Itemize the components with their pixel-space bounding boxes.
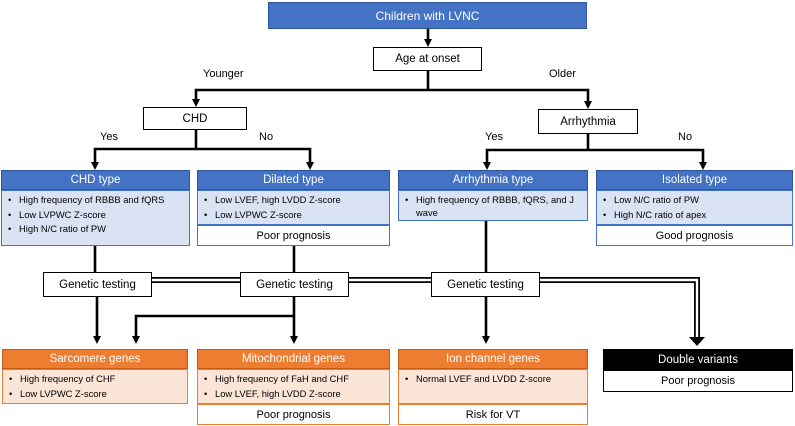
edge-age-chd [192, 88, 373, 107]
sarcomere-item: Low LVPWC Z-score [9, 388, 183, 401]
label-chd-yes: Yes [100, 131, 118, 143]
label-chd-no: No [259, 131, 274, 143]
age-at-onset-node: Age at onset [373, 47, 482, 71]
double-variants-prognosis: Poor prognosis [603, 370, 793, 392]
ion-channel-genes-body: Normal LVEF and LVDD Z-score [398, 369, 588, 404]
sarcomere-genes-body: High frequency of CHF Low LVPWC Z-score [2, 369, 188, 404]
mitochondrial-genes-body: High frequency of FaH and CHF Low LVEF, … [197, 369, 390, 404]
root-label: Children with LVNC [375, 8, 480, 23]
edge-gt2-sarcomere [132, 314, 294, 344]
root-node: Children with LVNC [268, 2, 587, 29]
double-variants-header: Double variants [603, 349, 793, 370]
genetic-testing-label: Genetic testing [256, 278, 333, 291]
chd-type-header: CHD type [1, 170, 190, 190]
edge-arr-arrtype [483, 148, 588, 170]
edge-chd-dilated [196, 147, 314, 170]
edge-double-outer [152, 277, 700, 340]
dilated-type-body: Low LVEF, high LVDD Z-score Low LVPWC Z-… [197, 190, 390, 225]
mitochondrial-prognosis-text: Poor prognosis [256, 408, 331, 421]
arrhythmia-type-title: Arrhythmia type [452, 174, 534, 186]
double-prognosis-text: Poor prognosis [661, 375, 735, 387]
arrhythmia-type-body: High frequency of RBBB, fQRS, and J wave [398, 190, 588, 221]
double-variants-title: Double variants [658, 353, 738, 366]
mitochondrial-item: Low LVEF, high LVDD Z-score [204, 388, 385, 401]
label-younger: Younger [203, 68, 244, 80]
dilated-type-prognosis: Poor prognosis [197, 225, 390, 246]
arrhythmia-node: Arrhythmia [538, 109, 638, 134]
ion-channel-item: Normal LVEF and LVDD Z-score [405, 373, 583, 386]
dilated-type-item: Low LVPWC Z-score [204, 209, 385, 222]
genetic-testing-node-2: Genetic testing [240, 272, 349, 297]
mitochondrial-genes-header: Mitochondrial genes [197, 349, 390, 369]
ion-channel-genes-title: Ion channel genes [446, 353, 540, 365]
chd-node: CHD [143, 107, 247, 130]
mitochondrial-item: High frequency of FaH and CHF [204, 373, 385, 386]
genetic-testing-label: Genetic testing [447, 278, 524, 291]
label-arr-yes: Yes [485, 131, 503, 143]
genetic-testing-node-3: Genetic testing [431, 272, 540, 297]
isolated-type-body: Low N/C ratio of PW High N/C ratio of ap… [596, 190, 793, 225]
isolated-type-item: High N/C ratio of apex [603, 209, 788, 222]
dilated-type-header: Dilated type [197, 170, 390, 190]
label-older: Older [549, 68, 576, 80]
edge-chd-chdtype [91, 147, 196, 170]
arrhythmia-type-item: High frequency of RBBB, fQRS, and J wave [405, 194, 583, 219]
sarcomere-genes-header: Sarcomere genes [2, 349, 188, 369]
ion-channel-genes-header: Ion channel genes [398, 349, 588, 369]
genetic-testing-label: Genetic testing [59, 278, 136, 291]
mitochondrial-genes-title: Mitochondrial genes [242, 353, 345, 365]
chd-type-item: High N/C ratio of PW [8, 223, 185, 236]
chd-type-title: CHD type [70, 174, 121, 186]
dilated-type-title: Dilated type [263, 174, 324, 186]
isolated-prognosis-text: Good prognosis [655, 229, 734, 242]
chd-type-body: High frequency of RBBB and fQRS Low LVPW… [1, 190, 190, 246]
arrhythmia-type-header: Arrhythmia type [398, 170, 588, 190]
dilated-type-item: Low LVEF, high LVDD Z-score [204, 194, 385, 207]
edge-age-arrhythmia [482, 88, 592, 109]
isolated-type-header: Isolated type [596, 170, 793, 190]
ion-channel-prognosis-text: Risk for VT [465, 408, 521, 421]
chd-type-item: High frequency of RBBB and fQRS [8, 194, 185, 207]
ion-channel-prognosis: Risk for VT [398, 404, 588, 425]
dilated-prognosis-text: Poor prognosis [256, 229, 331, 242]
isolated-type-prognosis: Good prognosis [596, 225, 793, 246]
label-arr-no: No [678, 131, 693, 143]
arrhythmia-label: Arrhythmia [560, 115, 616, 128]
genetic-testing-node-1: Genetic testing [43, 272, 152, 297]
edge-arr-isolated [588, 148, 707, 170]
isolated-type-item: Low N/C ratio of PW [603, 194, 788, 207]
sarcomere-genes-title: Sarcomere genes [49, 353, 141, 365]
age-label: Age at onset [395, 53, 460, 65]
sarcomere-item: High frequency of CHF [9, 373, 183, 386]
chd-type-item: Low LVPWC Z-score [8, 209, 185, 222]
chd-label: CHD [182, 112, 208, 125]
isolated-type-title: Isolated type [661, 174, 728, 186]
mitochondrial-prognosis: Poor prognosis [197, 404, 390, 425]
